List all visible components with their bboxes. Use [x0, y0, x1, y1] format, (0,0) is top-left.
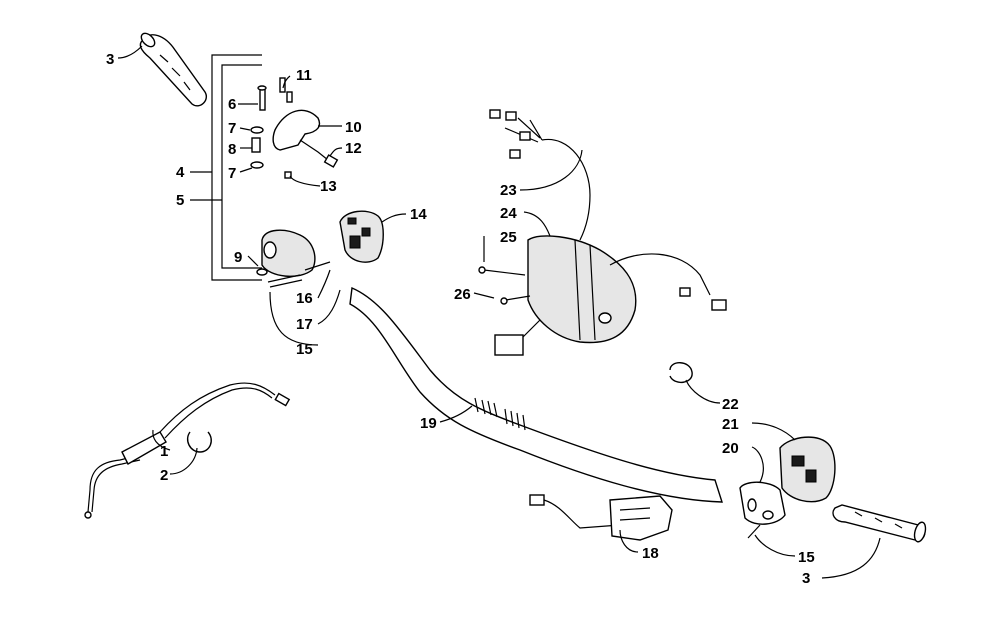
callout-4: 4: [176, 164, 185, 181]
callout-11: 11: [296, 67, 312, 84]
callout-8: 8: [228, 141, 236, 158]
callout-16: 16: [296, 290, 313, 307]
callout-5: 5: [176, 192, 184, 209]
callout-14: 14: [410, 206, 427, 223]
callout-23: 23: [500, 182, 517, 199]
callout-7-upper: 7: [228, 120, 236, 137]
callout-3-lower: 3: [802, 570, 810, 587]
callout-21: 21: [722, 416, 739, 433]
callout-9: 9: [234, 249, 242, 266]
callout-25: 25: [500, 229, 517, 246]
callout-12: 12: [345, 140, 362, 157]
callout-17: 17: [296, 316, 313, 333]
callout-18: 18: [642, 545, 659, 562]
switch-14: [339, 210, 384, 263]
callout-22: 22: [722, 396, 739, 413]
left-housing: [256, 229, 331, 288]
callout-2: 2: [160, 467, 168, 484]
callout-15-right: 15: [798, 549, 815, 566]
callout-13: 13: [320, 178, 337, 195]
callout-6: 6: [228, 96, 236, 113]
throttle-cable: [84, 382, 291, 519]
callout-7-lower: 7: [228, 165, 236, 182]
callouts: 3 1 2 4 5 6 7 8 7 9 10 11 12 13 14 16 17…: [106, 51, 815, 587]
grip-left: [139, 32, 207, 107]
callout-3-upper: 3: [106, 51, 114, 68]
callout-24: 24: [500, 205, 517, 222]
wire-harness: [478, 109, 727, 356]
bracket-4-5: [211, 54, 262, 281]
connector-18: [529, 494, 673, 541]
grip-right: [832, 504, 927, 543]
callout-20: 20: [722, 440, 739, 457]
handlebar: [349, 286, 723, 503]
callout-15-left: 15: [296, 341, 313, 358]
throttle-parts: [250, 77, 339, 179]
callout-10: 10: [345, 119, 362, 136]
callout-26: 26: [454, 286, 471, 303]
callout-1: 1: [160, 443, 168, 460]
right-housing: [669, 362, 836, 539]
leader-lines: [117, 45, 881, 579]
callout-19: 19: [420, 415, 437, 432]
